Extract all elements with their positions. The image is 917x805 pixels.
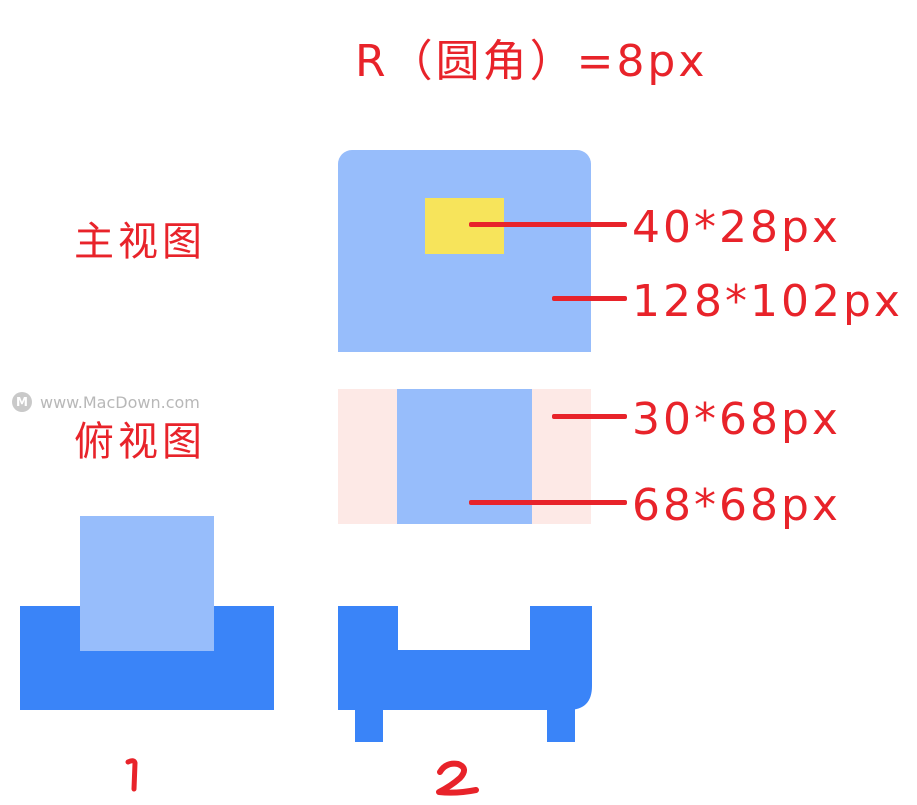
dimension-side-strip: 30*68px (632, 394, 841, 445)
watermark: M www.MacDown.com (12, 392, 200, 412)
top-view-label: 俯视图 (74, 419, 206, 465)
dimension-outer-rect: 128*102px (632, 276, 903, 327)
variant-2-stand (338, 606, 592, 742)
watermark-text: www.MacDown.com (40, 392, 200, 412)
watermark-logo-icon: M (12, 392, 32, 412)
diagram-title: R（圆角）=8px (355, 36, 708, 87)
dimension-center-square: 68*68px (632, 480, 841, 531)
leader-line-side-strip (552, 414, 627, 419)
variant-1-block (80, 516, 214, 651)
leader-line-inner-rect (469, 222, 627, 227)
variant-1-number (125, 758, 138, 792)
leader-line-outer-rect (552, 296, 627, 301)
leader-line-center-square (469, 500, 627, 505)
dimension-inner-rect: 40*28px (632, 202, 841, 253)
variant-2-number (436, 760, 479, 796)
front-view-label: 主视图 (74, 219, 206, 265)
